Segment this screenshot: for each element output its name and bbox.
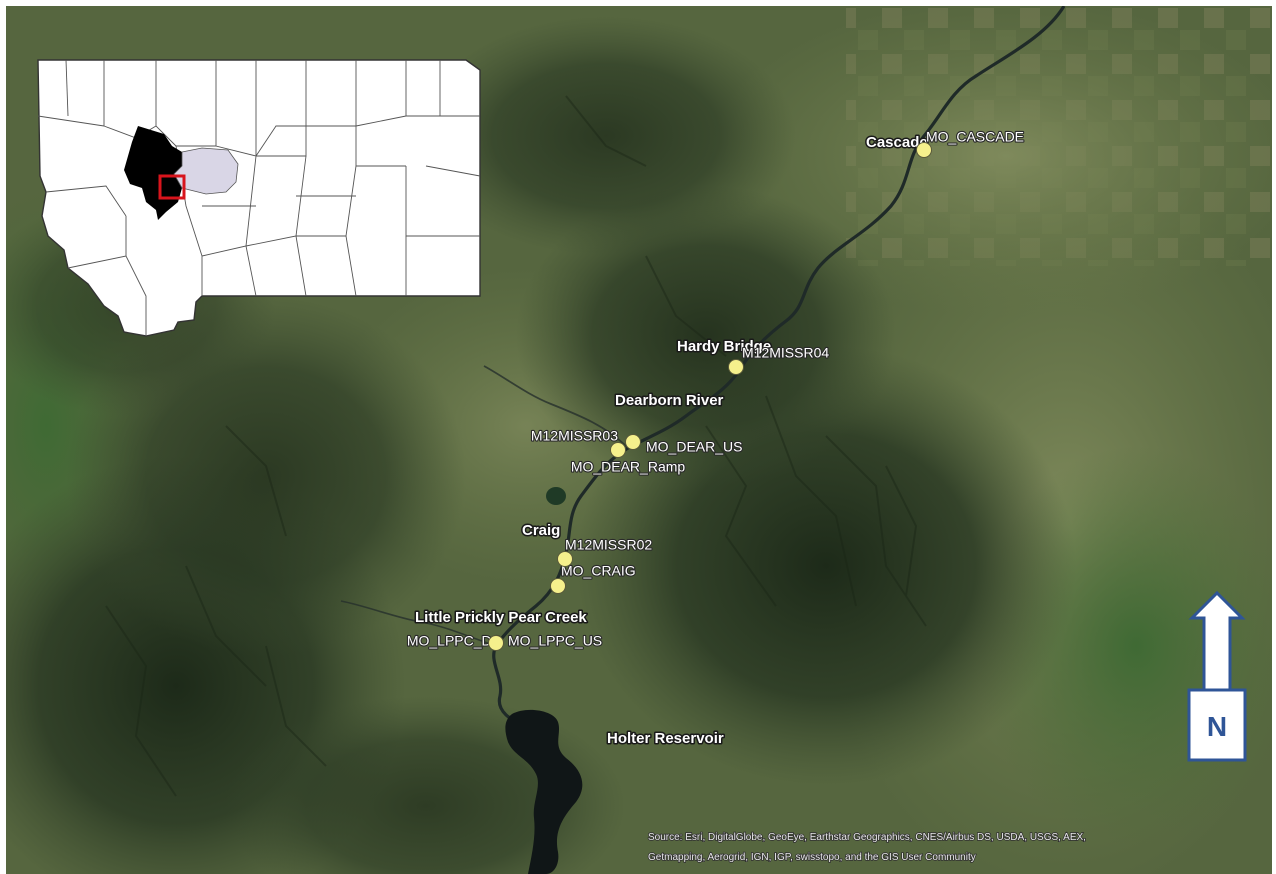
place-label: Holter Reservoir xyxy=(607,730,724,747)
pond xyxy=(546,487,566,505)
site-label: M12MISSR04 xyxy=(742,345,829,361)
site-label: MO_CRAIG xyxy=(561,563,636,579)
site-label: M12MISSR03 xyxy=(531,428,618,444)
attribution-line-2: Getmapping, Aerogrid, IGN, IGP, swisstop… xyxy=(648,852,976,863)
site-marker[interactable] xyxy=(488,635,504,651)
north-arrow-box xyxy=(1187,688,1247,762)
site-marker[interactable] xyxy=(916,142,932,158)
place-label: Craig xyxy=(522,522,560,539)
site-marker[interactable] xyxy=(610,442,626,458)
inset-locator-map xyxy=(37,59,481,337)
place-label: Dearborn River xyxy=(615,392,724,409)
place-label: Cascade xyxy=(866,134,928,151)
place-label: Little Prickly Pear Creek xyxy=(415,609,587,626)
site-marker[interactable] xyxy=(550,578,566,594)
site-labels: MO_CASCADE M12MISSR04M12MISSR03MO_DEAR_US… xyxy=(406,128,1025,650)
north-ridge xyxy=(416,16,796,256)
site-label: MO_LPPC_US xyxy=(508,633,602,649)
ridge-texture xyxy=(105,95,927,797)
study-area-box xyxy=(158,174,186,200)
county-boundaries xyxy=(37,59,481,336)
site-marker[interactable] xyxy=(625,434,641,450)
shaded-county xyxy=(173,147,239,195)
site-markers xyxy=(488,142,932,651)
site-label: MO_DEAR_Ramp xyxy=(571,459,686,475)
attribution: Source: Esri, DigitalGlobe, GeoEye, Eart… xyxy=(647,831,1087,864)
montana-outline xyxy=(37,59,481,337)
site-marker[interactable] xyxy=(728,359,744,375)
site-label: MO_DEAR_US xyxy=(646,439,742,455)
site-label: MO_LPPC_DS xyxy=(407,633,501,649)
central-ridge xyxy=(516,186,896,486)
site-label: MO_CASCADE xyxy=(926,129,1024,145)
place-label: Hardy Bridge xyxy=(677,338,771,355)
site-marker[interactable] xyxy=(557,551,573,567)
north-arrow-label: N xyxy=(1207,711,1227,742)
north-arrow: N xyxy=(1187,590,1247,762)
attribution-line-1: Source: Esri, DigitalGlobe, GeoEye, Eart… xyxy=(648,832,1086,843)
dearborn-river xyxy=(483,365,629,449)
holter-reservoir xyxy=(505,709,583,874)
site-label: M12MISSR02 xyxy=(565,537,652,553)
little-prickly-pear-creek xyxy=(340,600,497,647)
missouri-river xyxy=(492,6,1066,728)
north-arrow-shape xyxy=(1188,590,1246,692)
